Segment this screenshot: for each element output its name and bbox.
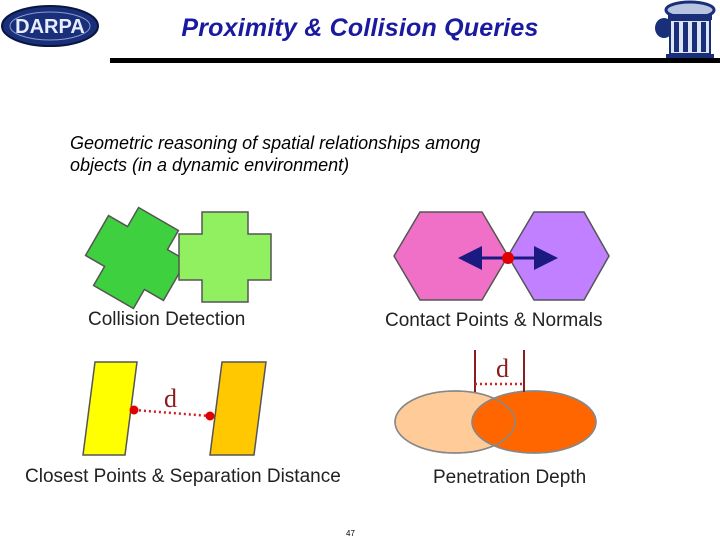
- rotated-cross-shape: [84, 206, 188, 310]
- peach-ellipse-outline: [394, 390, 516, 454]
- contact-point: [502, 252, 514, 264]
- upright-cross-shape: [178, 211, 272, 303]
- slide-subtitle: Geometric reasoning of spatial relations…: [70, 132, 480, 176]
- purple-hexagon: [507, 211, 610, 301]
- yellow-parallelogram: [82, 361, 138, 456]
- subtitle-line-1: Geometric reasoning of spatial relations…: [70, 133, 481, 153]
- caption-collision-detection: Collision Detection: [88, 309, 246, 330]
- caption-penetration-depth: Penetration Depth: [433, 467, 587, 488]
- darpa-logo-text: DARPA: [15, 16, 85, 38]
- orange-parallelogram: [209, 361, 267, 456]
- pink-hexagon: [393, 211, 509, 301]
- slide-title: Proximity & Collision Queries: [181, 14, 539, 42]
- orange-ellipse-outline: [471, 390, 597, 454]
- penetration-depth-label: d: [496, 354, 509, 383]
- separation-distance-label: d: [164, 384, 177, 413]
- caption-closest-points-separation: Closest Points & Separation Distance: [25, 466, 341, 487]
- closest-point-left: [129, 405, 139, 415]
- closest-point-right: [205, 411, 215, 421]
- darpa-logo: DARPA: [1, 5, 99, 47]
- caption-contact-points-normals: Contact Points & Normals: [385, 310, 603, 331]
- subtitle-line-2: objects (in a dynamic environment): [70, 155, 350, 175]
- university-emblem-logo: [655, 0, 716, 60]
- title-divider: [110, 58, 720, 63]
- page-number: 47: [346, 529, 355, 538]
